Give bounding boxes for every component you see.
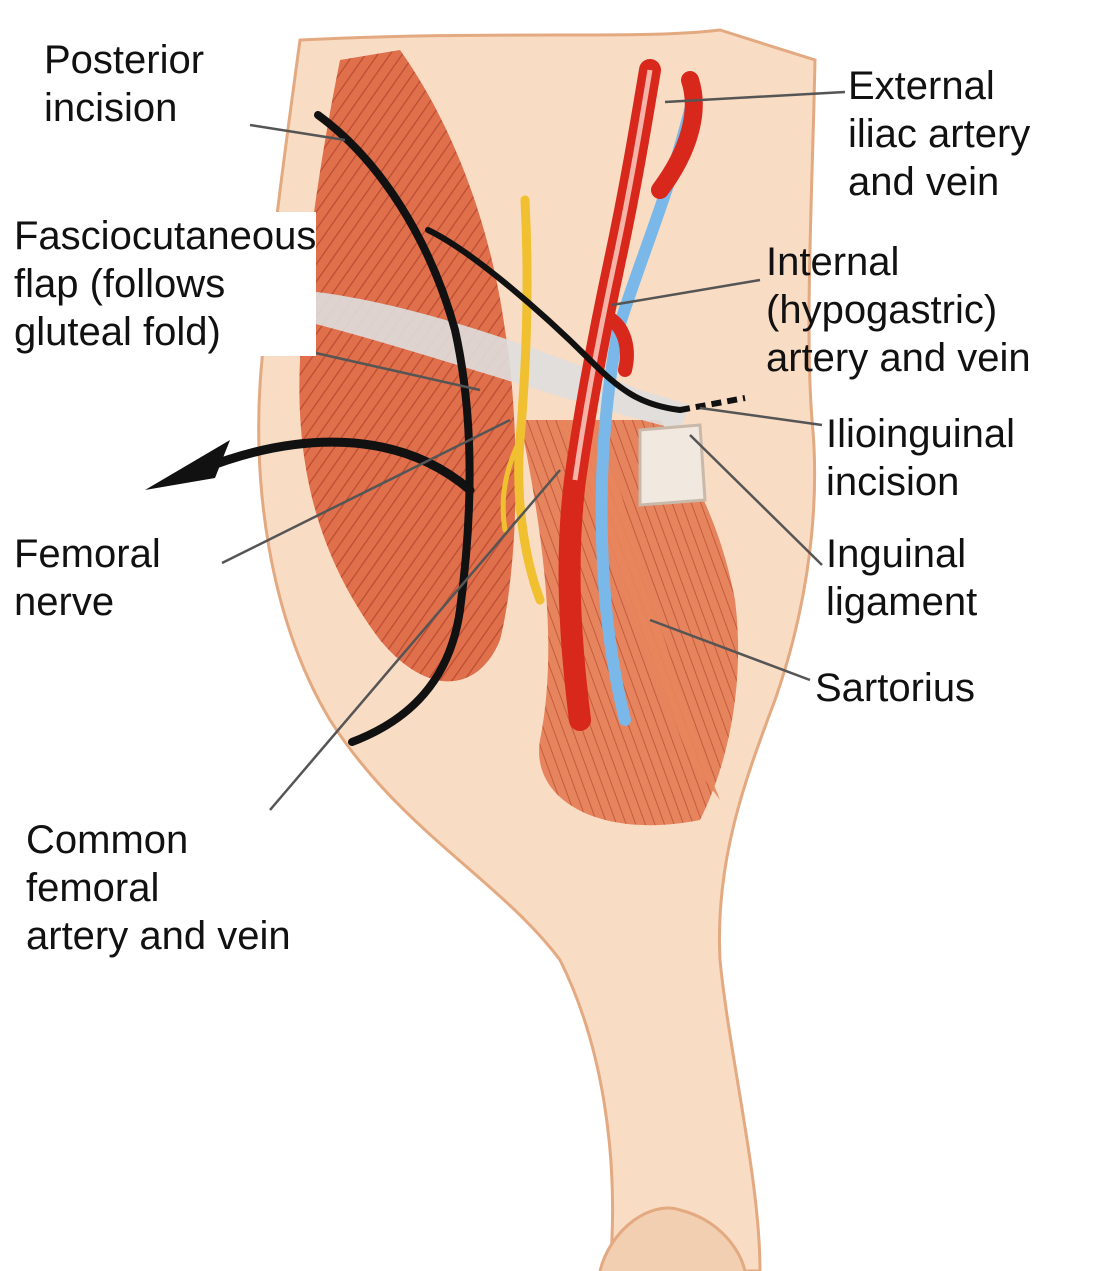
pubic-bone [640, 425, 705, 505]
label-sartorius: Sartorius [815, 664, 975, 712]
label-ilioinguinal-incision: Ilioinguinal incision [826, 410, 1015, 506]
label-internal-hypogastric: Internal (hypogastric) artery and vein [766, 238, 1031, 382]
label-external-iliac: External iliac artery and vein [848, 62, 1030, 206]
label-posterior-incision: Posterior incision [44, 36, 204, 132]
label-common-femoral: Common femoral artery and vein [26, 816, 291, 960]
label-fasciocutaneous-flap: Fasciocutaneous flap (follows gluteal fo… [14, 212, 316, 356]
label-femoral-nerve: Femoral nerve [14, 530, 161, 626]
label-inguinal-ligament: Inguinal ligament [826, 530, 977, 626]
arrow-head [145, 440, 230, 490]
